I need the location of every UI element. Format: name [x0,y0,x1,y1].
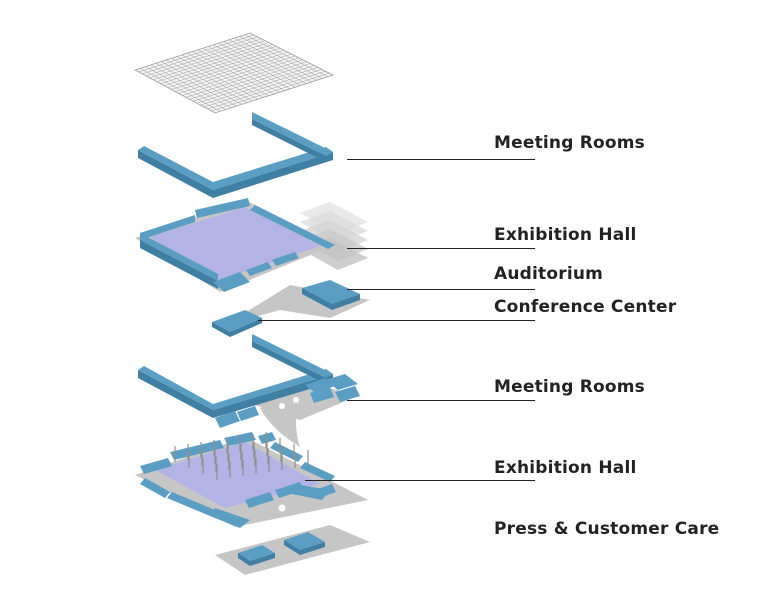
leader-line-meeting-rooms-upper [347,159,535,160]
leader-line-exhibition-hall-lower [305,480,535,481]
conference-center-block [212,310,262,337]
label-exhibition-hall-lower: Exhibition Hall [494,458,637,478]
label-auditorium: Auditorium [494,264,604,284]
leader-line-exhibition-hall-upper [347,248,535,249]
leader-line-auditorium [347,289,535,290]
label-meeting-rooms-lower: Meeting Rooms [494,377,646,397]
label-meeting-rooms-upper: Meeting Rooms [494,133,646,153]
level-meeting-rooms-upper [138,112,333,198]
leader-line-conference-center [258,320,535,321]
label-press-customer-care: Press & Customer Care [494,519,720,539]
label-exhibition-hall-upper: Exhibition Hall [494,225,637,245]
level-exhibition-hall-upper [135,198,368,292]
leader-line-meeting-rooms-lower [347,400,535,401]
level-exhibition-hall-lower [135,432,368,528]
level-press-customer-care [215,525,370,575]
auditorium-block [225,280,370,325]
level-meeting-rooms-lower [138,334,360,447]
roof-mesh [133,32,335,114]
label-conference-center: Conference Center [494,297,677,317]
